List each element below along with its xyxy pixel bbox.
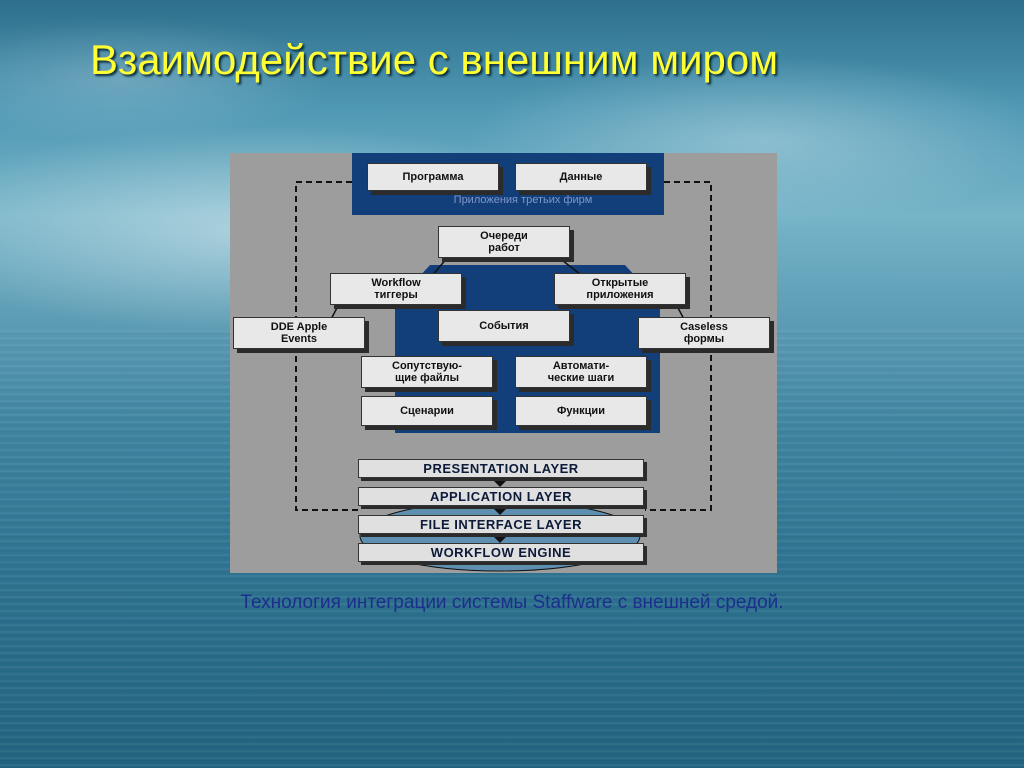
arrow-layer-1 — [494, 481, 506, 487]
auto-steps-box: Автомати- ческие шаги — [515, 356, 647, 388]
core-shape — [395, 265, 660, 433]
program-box: Программа — [367, 163, 499, 191]
file-interface-layer: FILE INTERFACE LAYER — [358, 515, 644, 534]
events-box: События — [438, 310, 570, 342]
dde-events-box: DDE Apple Events — [233, 317, 365, 349]
diagram-graphics — [295, 153, 712, 572]
slide-caption: Технология интеграции системы Staffware … — [240, 592, 784, 613]
related-files-box: Сопутствую- щие файлы — [361, 356, 493, 388]
application-layer: APPLICATION LAYER — [358, 487, 644, 506]
workflow-engine-layer: WORKFLOW ENGINE — [358, 543, 644, 562]
workflow-triggers-box: Workflow тиггеры — [330, 273, 462, 305]
data-box: Данные — [515, 163, 647, 191]
scenarios-box: Сценарии — [361, 396, 493, 426]
staffware-diagram: Программа Данные Приложения третьих фирм… — [230, 153, 777, 573]
slide-title: Взаимодействие с внешним миром — [90, 36, 779, 83]
arrow-layer-3 — [494, 537, 506, 543]
functions-box: Функции — [515, 396, 647, 426]
work-queue-box: Очереди работ — [438, 226, 570, 258]
external-apps-label: Приложения третьих фирм — [453, 194, 593, 206]
presentation-layer: PRESENTATION LAYER — [358, 459, 644, 478]
arrow-layer-2 — [494, 509, 506, 515]
open-apps-box: Открытые приложения — [554, 273, 686, 305]
caseless-forms-box: Caseless формы — [638, 317, 770, 349]
